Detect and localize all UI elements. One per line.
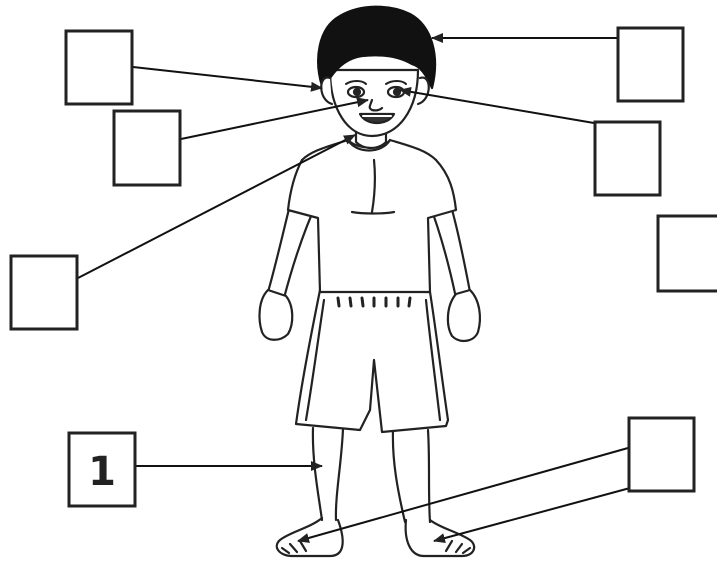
arrow-to-neck <box>77 134 356 279</box>
label-box-partial-right[interactable] <box>656 214 717 293</box>
left-leg <box>391 428 432 524</box>
arrow-to-ear <box>132 66 323 92</box>
label-box-hair[interactable] <box>616 26 685 103</box>
label-boxes: 1 <box>9 26 717 508</box>
left-foot <box>404 518 476 558</box>
chest-line <box>350 158 396 215</box>
right-hand <box>258 288 294 341</box>
right-leg <box>311 426 345 522</box>
label-box-neck[interactable] <box>9 254 79 331</box>
label-box-nose[interactable] <box>112 109 182 187</box>
arrow-to-toes <box>297 447 629 543</box>
right-foot <box>275 516 344 558</box>
left-toes <box>444 539 472 555</box>
left-hand <box>446 288 481 342</box>
arrow-to-nose <box>180 97 369 140</box>
label-box-leg-text: 1 <box>88 449 116 495</box>
boy-figure <box>258 5 481 558</box>
label-box-foot[interactable] <box>627 416 696 493</box>
label-box-eye[interactable] <box>593 120 662 197</box>
arrow-to-foot <box>433 487 631 543</box>
shorts-stripe-right <box>304 298 326 422</box>
hair <box>317 5 437 90</box>
shorts <box>294 288 450 434</box>
shirt <box>286 138 458 294</box>
waistband-dashes <box>336 296 412 308</box>
arrow-to-eye <box>399 86 595 124</box>
left-ear <box>416 76 430 106</box>
shorts-stripe-left <box>424 298 442 422</box>
pointer-lines <box>77 33 631 543</box>
label-box-leg[interactable]: 1 <box>67 431 137 508</box>
face <box>328 68 420 138</box>
right-toes <box>280 539 308 555</box>
label-box-ear[interactable] <box>64 29 134 106</box>
nose <box>368 98 384 112</box>
